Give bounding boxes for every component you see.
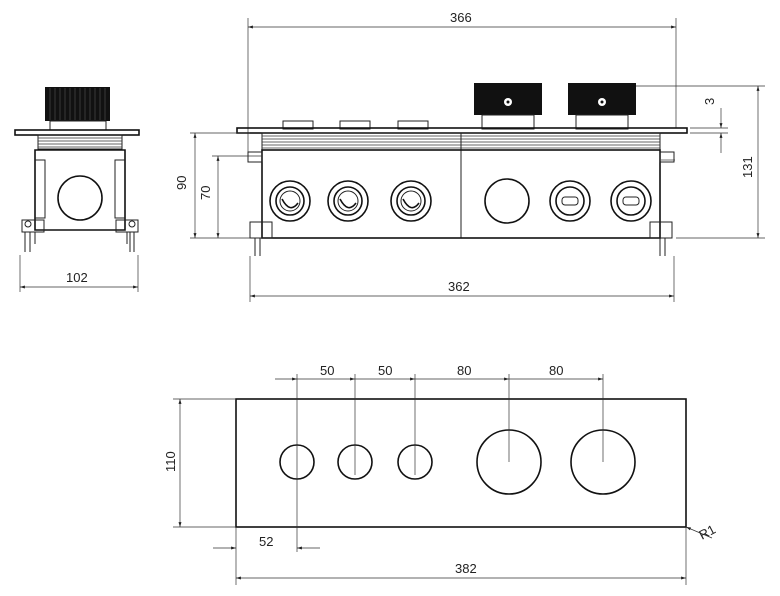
outlets bbox=[269, 178, 652, 224]
dim-top-width: 366 bbox=[450, 10, 472, 25]
dim-offset-left: 52 bbox=[259, 534, 273, 549]
front-view: 366 bbox=[174, 10, 765, 302]
plate-view: 50 50 80 80 110 52 382 R1 bbox=[163, 363, 718, 585]
dim-height-70: 70 bbox=[198, 186, 213, 200]
dim-plate-height: 110 bbox=[163, 451, 178, 472]
dim-spacing-1: 50 bbox=[320, 363, 334, 378]
dim-spacing-2: 50 bbox=[378, 363, 392, 378]
side-outlet-circle bbox=[57, 175, 103, 221]
dim-bottom-width: 362 bbox=[448, 279, 470, 294]
dim-height-131: 131 bbox=[740, 156, 755, 178]
dim-gap-3: 3 bbox=[702, 98, 717, 105]
dim-spacing-3: 80 bbox=[457, 363, 471, 378]
dim-plate-width: 382 bbox=[455, 561, 477, 576]
dim-radius: R1 bbox=[696, 522, 718, 543]
dim-spacing-4: 80 bbox=[549, 363, 563, 378]
side-view: 102 bbox=[14, 87, 140, 292]
dim-height-90: 90 bbox=[174, 176, 189, 190]
dim-side-width: 102 bbox=[66, 270, 88, 285]
side-knob bbox=[45, 87, 110, 121]
